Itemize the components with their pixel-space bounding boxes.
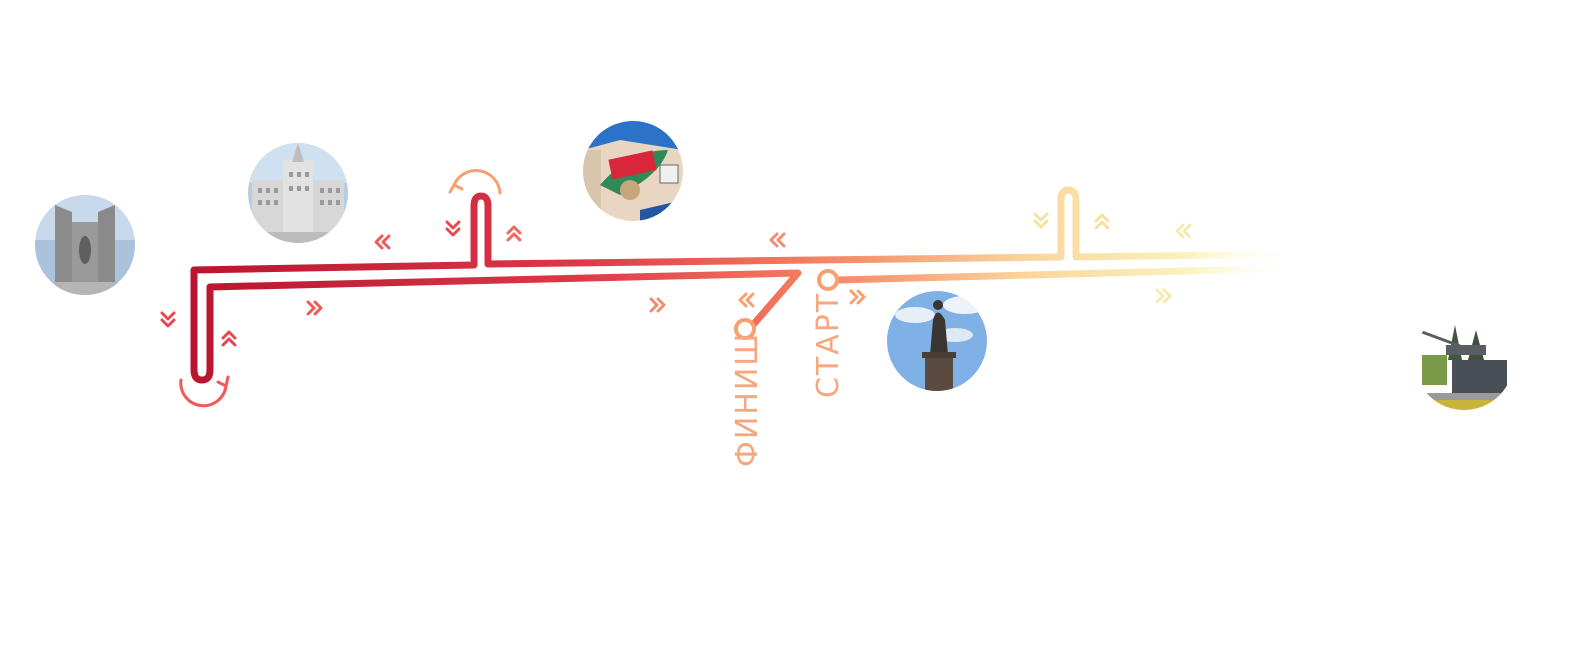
building-icon [248,143,348,243]
shop-sign-icon [583,121,683,221]
route-lower-track [834,264,1304,284]
direction-chevrons [160,212,1192,347]
chevron-left-icon [374,234,391,250]
tank-memorial-icon [1414,310,1514,410]
shop-sign-landmark[interactable] [583,121,683,221]
tank-memorial-landmark[interactable] [1414,310,1514,410]
finish-label: ФИНИШ [730,332,765,467]
u-turn-arrows [179,168,502,408]
tower-building-landmark[interactable] [248,143,348,244]
chevron-down-icon [160,311,176,328]
statue-icon [887,291,987,391]
chevron-down-icon [445,220,461,237]
chevron-down-icon [1033,212,1049,229]
finish-marker [734,318,756,340]
chevron-return-icon [738,292,755,308]
u-turn-icon-top [448,168,502,195]
chevron-right-icon [649,297,666,313]
chevron-right-icon [1155,288,1172,304]
chevron-right-icon [849,289,866,305]
chevron-right-icon [306,300,323,316]
u-turn-icon-bottom [179,375,230,408]
start-marker [817,269,839,291]
monument-landmark[interactable] [35,195,135,296]
route-upper-track [190,186,1304,384]
monument-icon [35,195,135,295]
chevron-up-icon [506,225,522,242]
chevron-up-icon [221,330,237,347]
chevron-left-icon [769,232,786,248]
route-line [190,186,1304,384]
chevron-left-icon [1175,223,1192,239]
lenin-statue-landmark[interactable] [887,291,987,391]
start-label: СТАРТ [811,292,846,398]
chevron-up-icon [1094,213,1110,230]
